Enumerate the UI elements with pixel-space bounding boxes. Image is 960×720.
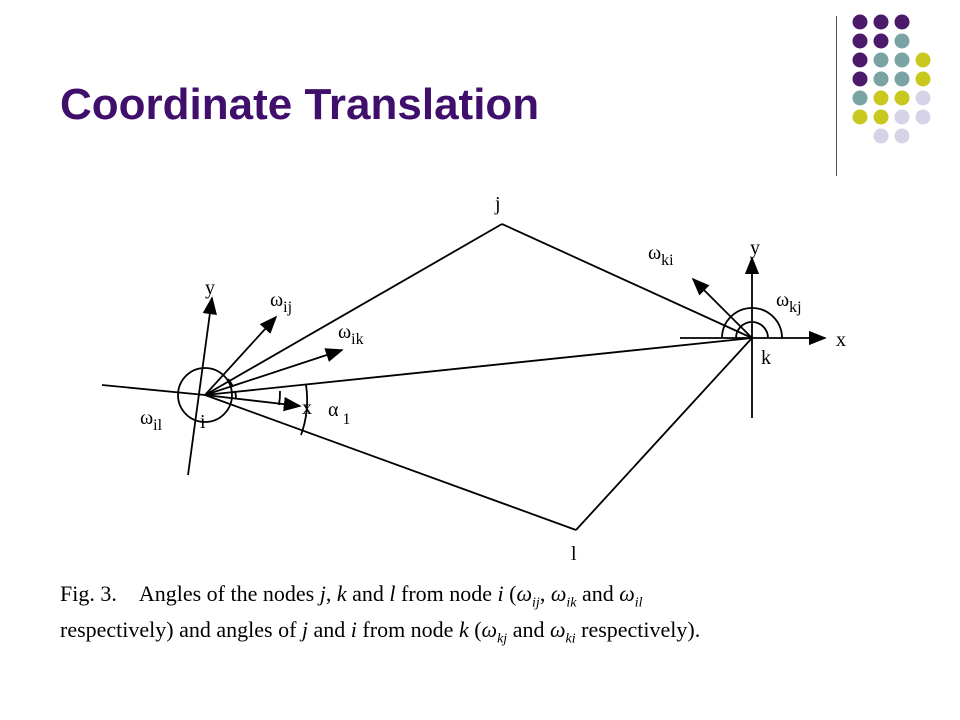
x-axis-i	[204, 394, 302, 412]
decorative-dot	[894, 33, 910, 49]
omega-ki-arrow	[691, 277, 753, 339]
decorative-divider	[836, 16, 837, 176]
reference-line-left	[101, 384, 206, 396]
figure-caption: Fig. 3. Angles of the nodes j, k and l f…	[60, 581, 701, 647]
label-node-i: i	[200, 411, 206, 433]
omega-kj-arc	[721, 307, 783, 339]
slide-title: Coordinate Translation	[60, 80, 540, 129]
decorative-dot	[852, 33, 868, 49]
edge-i-k	[204, 337, 753, 396]
decorative-dot	[873, 90, 889, 106]
decorative-dot	[852, 109, 868, 125]
edge-l-i	[204, 394, 577, 531]
edge-i-j	[204, 223, 503, 396]
label-y-axis-k: y	[750, 237, 760, 259]
decorative-dot	[873, 14, 889, 30]
edge-k-l	[575, 337, 753, 531]
decorative-dot	[873, 33, 889, 49]
decorative-dot	[873, 109, 889, 125]
decorative-dot	[873, 71, 889, 87]
omega-il-arc	[177, 367, 233, 423]
decorative-dot	[852, 14, 868, 30]
label-omega-ki: ωki	[648, 242, 674, 269]
alpha-arc	[300, 384, 309, 436]
decorative-dot	[894, 52, 910, 68]
decorative-dot	[894, 109, 910, 125]
label-x-axis-k: x	[836, 329, 846, 351]
decorative-dot	[852, 52, 868, 68]
label-omega-kj: ωkj	[776, 289, 802, 316]
decorative-dot	[894, 71, 910, 87]
omega-ik-arc	[234, 390, 237, 400]
label-node-k: k	[761, 347, 771, 369]
decorative-dot	[915, 90, 931, 106]
label-omega-il: ωil	[140, 407, 163, 434]
omega-ik-arrow	[204, 348, 344, 396]
decorative-dot	[915, 52, 931, 68]
label-omega-ij: ωij	[270, 289, 292, 316]
decorative-dot	[894, 128, 910, 144]
decorative-dot	[873, 128, 889, 144]
caption-fig-label: Fig. 3.	[60, 581, 117, 606]
omega-ij-arc	[227, 378, 234, 388]
label-y-axis-i: y	[205, 277, 215, 299]
omega-ki-arc	[735, 321, 769, 339]
decorative-dot	[852, 71, 868, 87]
label-node-l: l	[571, 543, 577, 565]
small-arc-i	[278, 390, 281, 406]
decorative-dot	[852, 90, 868, 106]
decorative-dot	[915, 109, 931, 125]
y-axis-i	[187, 296, 217, 476]
label-node-j: j	[494, 193, 501, 215]
decorative-dot	[873, 52, 889, 68]
edge-j-k	[501, 223, 753, 339]
decorative-dot-grid	[852, 14, 931, 144]
label-omega-ik: ωik	[338, 321, 364, 348]
decorative-dot	[894, 14, 910, 30]
label-x-axis-i: x	[302, 397, 312, 419]
decorative-dot	[894, 90, 910, 106]
decorative-dot	[915, 71, 931, 87]
omega-ij-arrow	[204, 315, 278, 396]
